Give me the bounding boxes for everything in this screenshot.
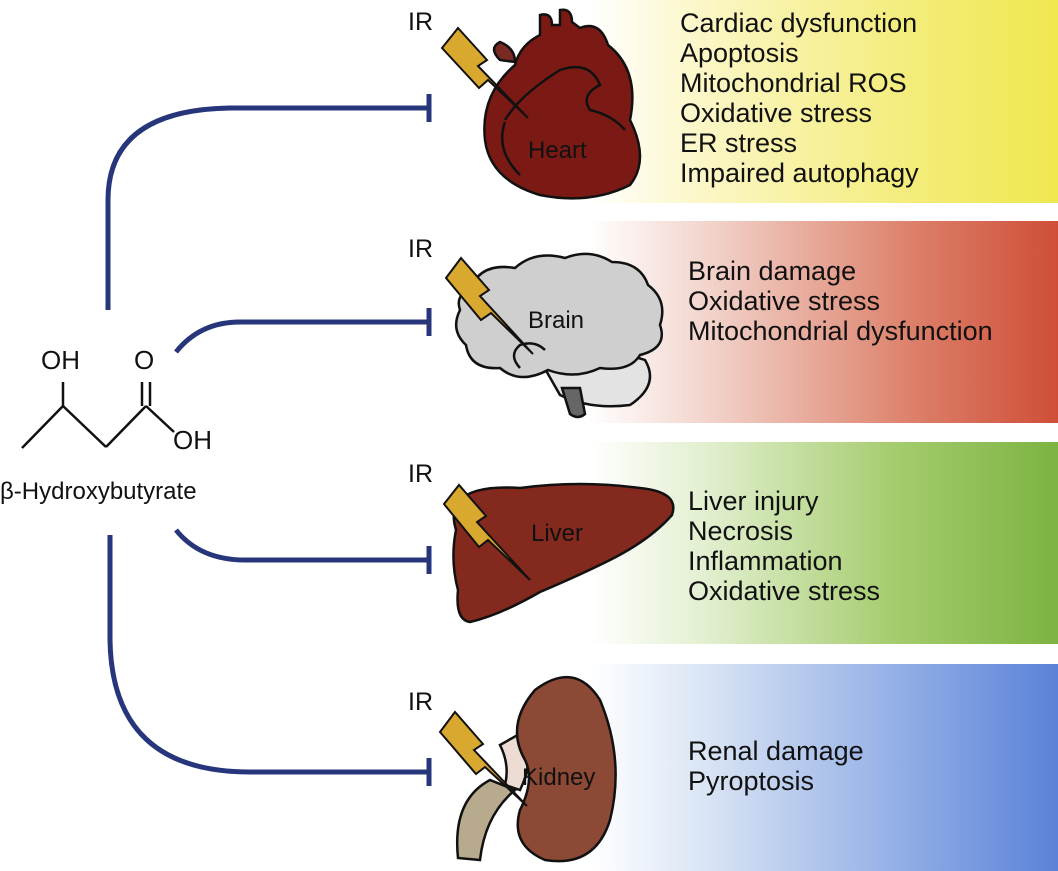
lightning-icon-kidney [438,710,528,807]
effect-item: Oxidative stress [680,98,873,128]
lightning-icon-liver [442,483,531,581]
effect-item: Brain damage [688,256,857,286]
effect-item: Liver injury [688,486,819,516]
effect-item: Oxidative stress [688,286,881,316]
kidney-effects-band [590,664,1058,871]
connector-heart [105,105,428,310]
molecule-structure [21,382,175,449]
liver-icon [452,482,675,624]
lightning-icon-brain [444,256,534,355]
ir-label-kidney: IR [408,688,433,716]
liver-effects-band [590,442,1058,644]
carbonyl-oxygen-label: O [134,345,155,375]
effect-item: Cardiac dysfunction [680,8,918,38]
effect-item: Oxidative stress [688,576,881,606]
effect-item: Apoptosis [680,38,799,68]
hydroxyl-label-2: OH [173,425,212,455]
connector-kidney [107,535,428,775]
effect-item: Pyroptosis [688,766,815,796]
effect-item: ER stress [680,128,798,158]
ir-label-liver: IR [408,460,433,488]
heart-effects-list: Cardiac dysfunction Apoptosis Mitochondr… [680,8,919,188]
connector-brain [174,319,428,354]
organ-label-kidney: Kidney [522,764,596,791]
effect-item: Necrosis [688,516,794,546]
organ-label-brain: Brain [528,307,585,334]
organ-label-heart: Heart [528,137,587,164]
effect-item: Impaired autophagy [680,158,919,188]
effect-item: Renal damage [688,736,864,766]
effect-item: Mitochondrial ROS [680,68,907,98]
organ-label-liver: Liver [531,520,584,547]
connector-liver [174,528,428,563]
kidney-effects-list: Renal damage Pyroptosis [688,736,864,796]
ir-label-brain: IR [408,235,433,263]
compound-name: β-Hydroxybutyrate [0,478,197,505]
brain-effects-list: Brain damage Oxidative stress Mitochondr… [688,256,993,346]
effect-item: Mitochondrial dysfunction [688,316,993,346]
heart-effects-band [590,0,1058,203]
hydroxyl-label-1: OH [41,345,80,375]
ir-label-heart: IR [408,8,433,36]
heart-icon [483,8,642,200]
brain-icon [454,252,664,419]
lightning-icon-heart [440,26,529,119]
brain-effects-band [590,221,1058,423]
liver-effects-list: Liver injury Necrosis Inflammation Oxida… [688,486,880,606]
kidney-icon [455,675,617,863]
effect-item: Inflammation [688,546,843,576]
